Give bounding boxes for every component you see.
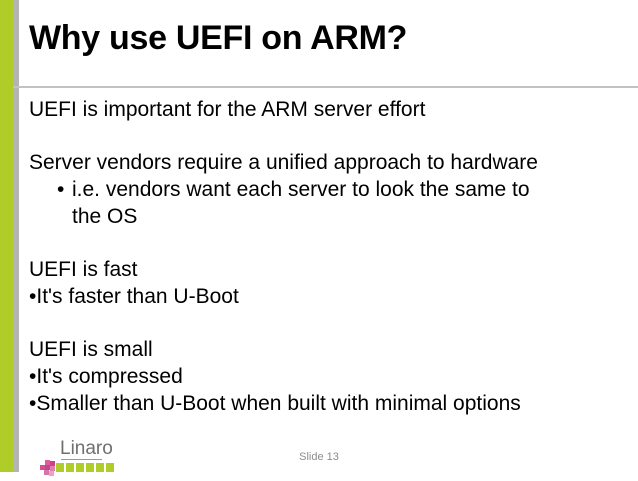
list-item: • i.e. vendors want each server to look …	[29, 176, 629, 230]
slide-footer: Linaro Slide 13	[0, 437, 638, 479]
linaro-squares-icon	[56, 463, 116, 472]
list-item-label: i.e. vendors want each server to look th…	[72, 178, 530, 201]
linaro-logo-underline	[61, 459, 102, 460]
body-spacer	[29, 123, 629, 149]
list-item: Smaller than U-Boot when built with mini…	[29, 390, 629, 417]
slide-body: UEFI is important for the ARM server eff…	[29, 96, 629, 417]
body-spacer	[29, 310, 629, 336]
left-accent-bar-green	[0, 0, 13, 472]
title-divider	[13, 86, 638, 88]
body-spacer	[29, 230, 629, 256]
body-line: Server vendors require a unified approac…	[29, 151, 538, 174]
body-line: UEFI is fast	[29, 258, 138, 281]
bullet-icon: •	[57, 178, 65, 201]
list-item: It's compressed	[29, 363, 629, 390]
left-accent-bar-gray	[13, 0, 19, 472]
body-line: UEFI is small	[29, 338, 153, 361]
list-item: It's faster than U-Boot	[29, 283, 629, 310]
linaro-logo-text: Linaro	[60, 438, 113, 459]
linaro-logo: Linaro	[40, 438, 130, 476]
list-item-label-continuation: the OS	[72, 205, 138, 228]
slide-number: Slide 13	[299, 451, 339, 463]
body-line: UEFI is important for the ARM server eff…	[29, 98, 426, 121]
page-title: Why use UEFI on ARM?	[29, 19, 408, 57]
linaro-flower-icon	[40, 460, 59, 476]
